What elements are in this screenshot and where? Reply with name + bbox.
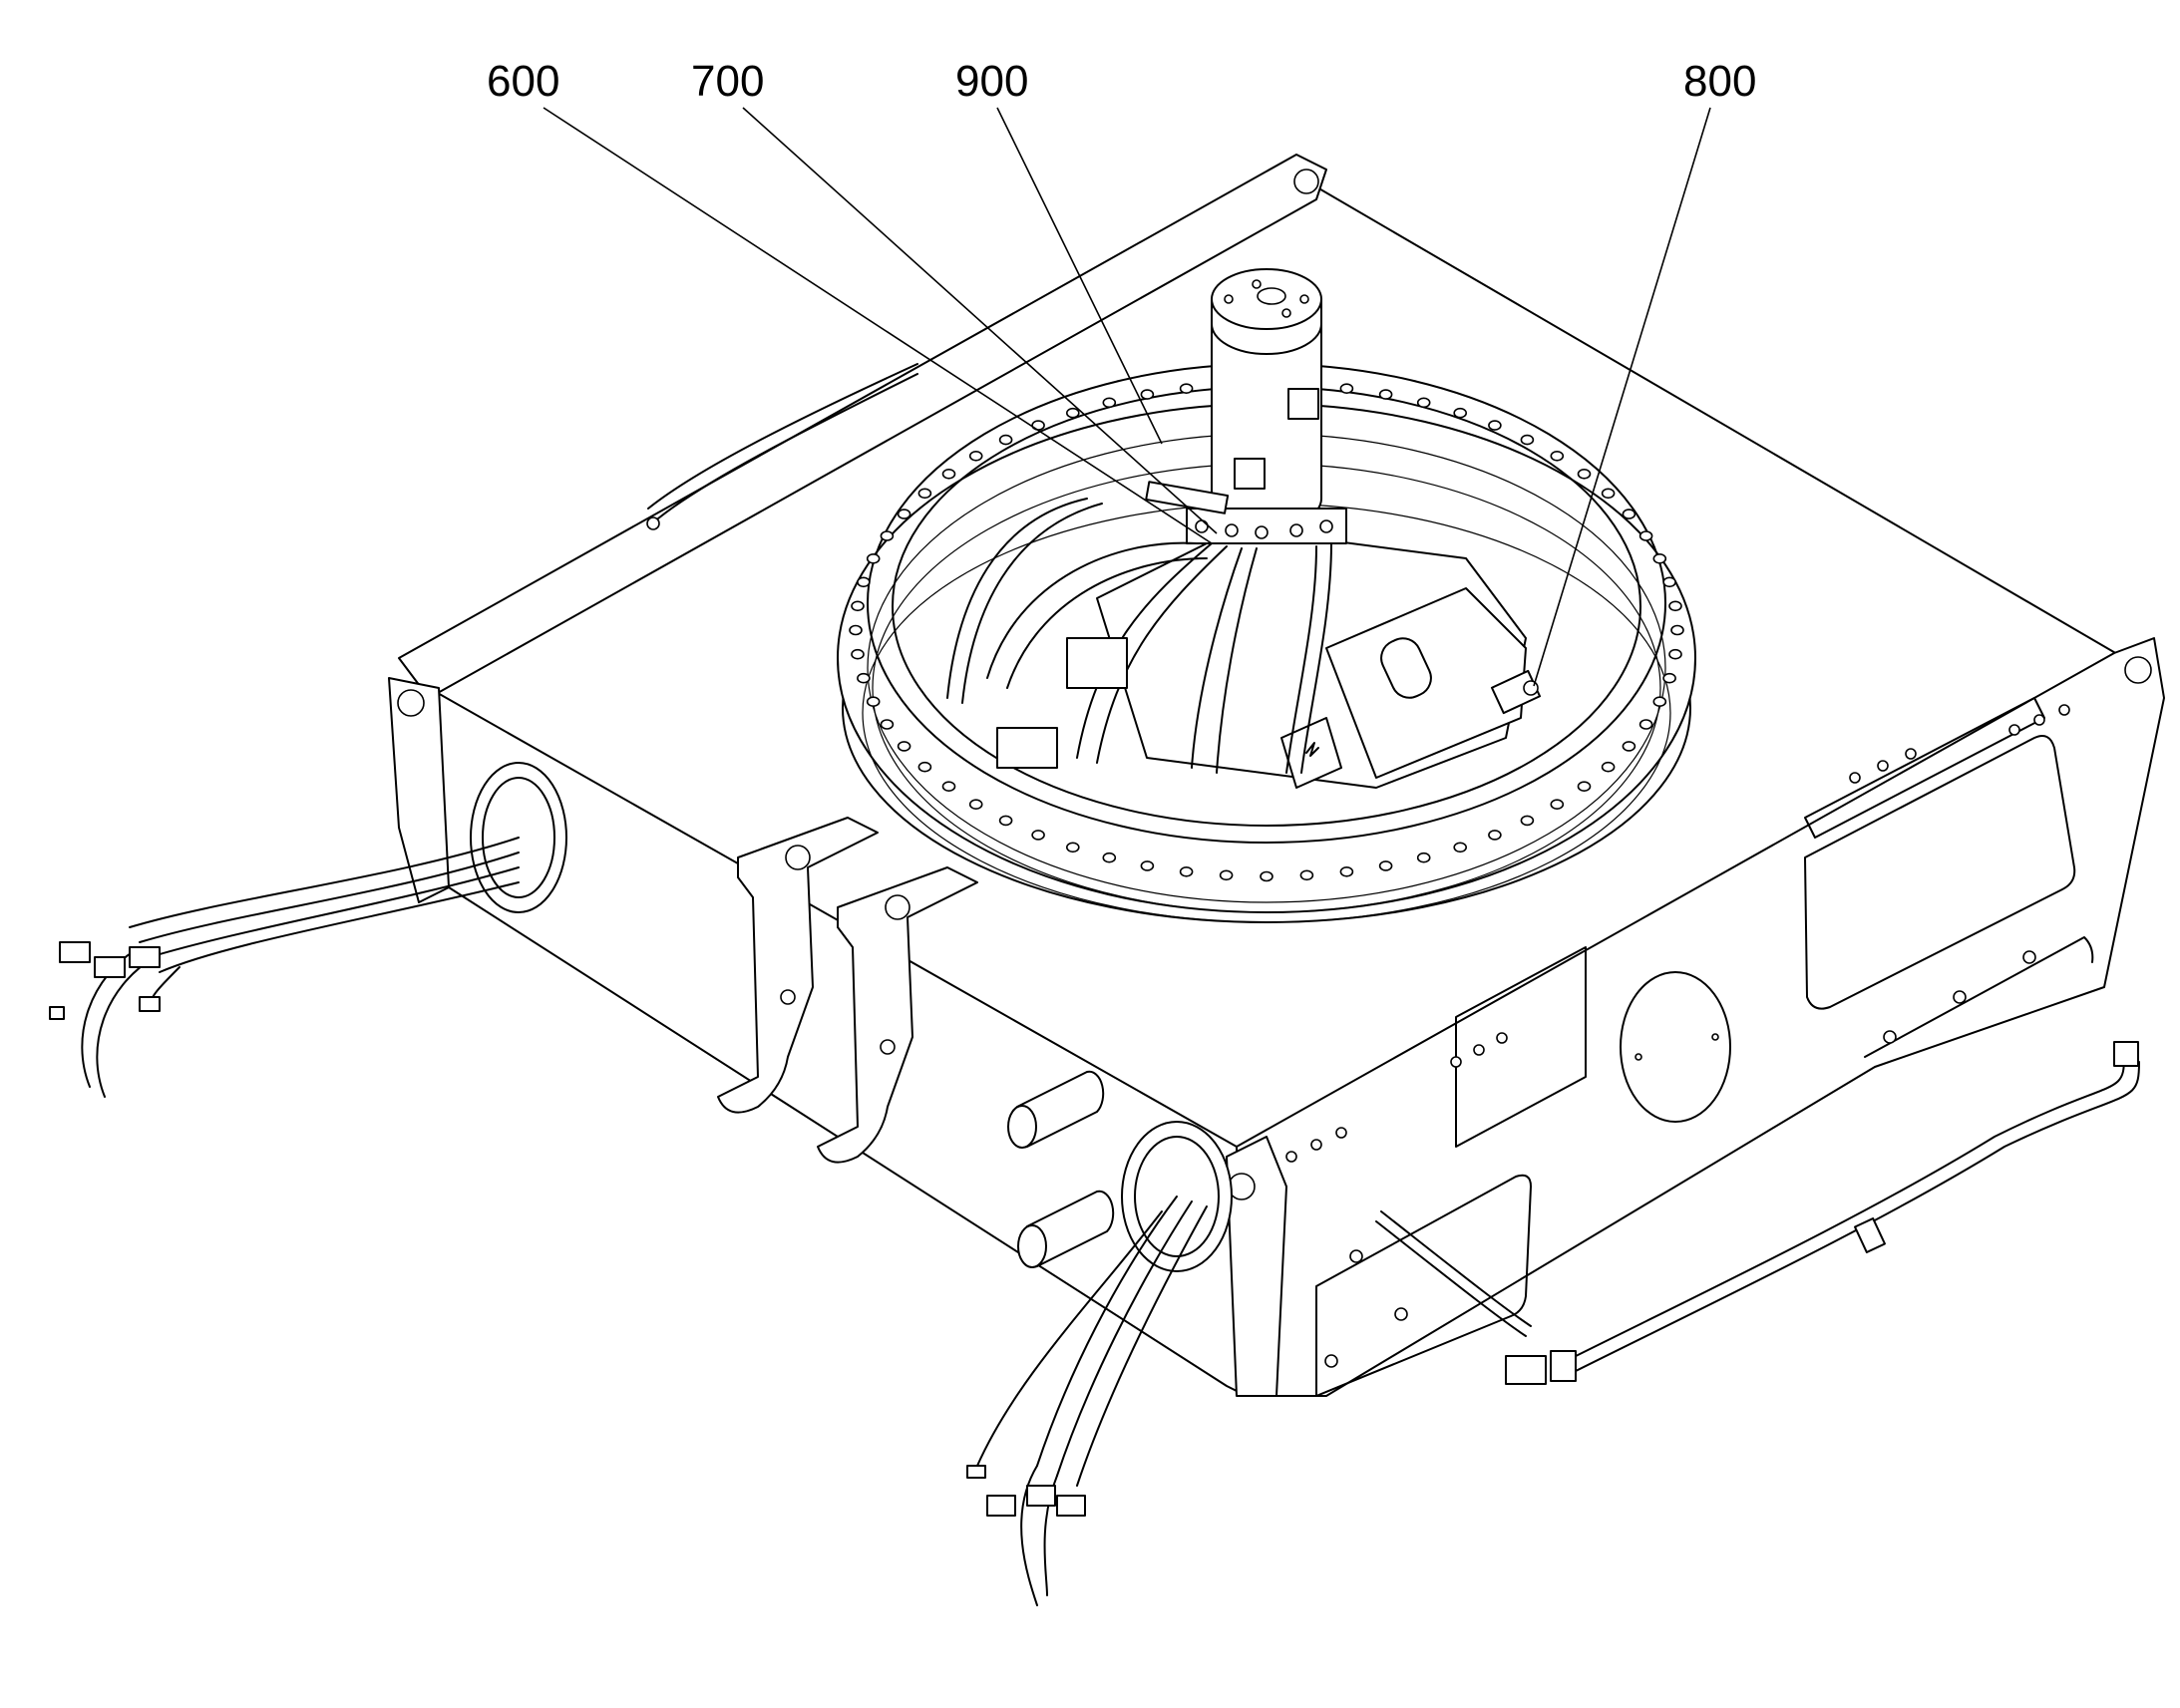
bolt-hole <box>1577 781 1592 793</box>
bolt-hole <box>917 488 932 500</box>
bolt-hole <box>1638 719 1653 730</box>
bolt-hole <box>941 468 956 480</box>
bolt-hole <box>849 624 863 636</box>
bolt-hole <box>1520 434 1535 446</box>
bolt-hole <box>1339 865 1354 877</box>
bolt-hole <box>1488 420 1502 431</box>
bolt-hole <box>1622 509 1636 519</box>
bolt-hole <box>1140 860 1155 871</box>
bolt-hole <box>1662 576 1676 588</box>
rotary-union-700 <box>1186 268 1347 544</box>
bolt-hole <box>1453 407 1467 419</box>
bolt-hole <box>1416 397 1431 409</box>
ring-bolt-holes <box>849 378 1684 882</box>
bolt-hole <box>998 434 1013 446</box>
leader-700 <box>742 107 1218 534</box>
bolt-hole <box>1488 830 1502 841</box>
bolt-hole <box>968 450 983 462</box>
bolt-hole <box>851 600 865 612</box>
bolt-hole <box>1140 389 1155 400</box>
bolt-hole <box>1652 696 1667 708</box>
bolt-hole <box>1520 815 1535 827</box>
bolt-hole <box>917 761 932 773</box>
bolt-hole <box>1652 552 1667 564</box>
leader-lines <box>543 107 1711 687</box>
bolt-hole <box>1601 488 1616 500</box>
reference-labels: 600 700 900 800 <box>487 57 1756 106</box>
bolt-hole <box>857 672 871 684</box>
bolt-hole <box>897 741 911 752</box>
leader-900 <box>996 107 1163 445</box>
bolt-hole <box>998 815 1013 827</box>
label-600: 600 <box>487 57 559 106</box>
bolt-hole <box>1339 383 1354 395</box>
bolt-hole <box>1453 842 1467 854</box>
bolt-hole <box>1378 860 1393 871</box>
bolt-hole <box>1102 852 1117 863</box>
bolt-hole <box>866 552 881 564</box>
bolt-hole <box>1668 648 1682 660</box>
bolt-hole <box>1550 450 1565 462</box>
bolt-hole <box>1066 842 1080 854</box>
bolt-hole <box>1577 468 1592 480</box>
internal-hoses <box>946 481 1542 774</box>
bolt-hole <box>1550 799 1565 811</box>
bolt-hole <box>968 799 983 811</box>
support-pins <box>1007 1070 1115 1268</box>
bolt-hole <box>941 781 956 793</box>
bolt-hole <box>880 530 895 541</box>
bolt-hole <box>1031 830 1045 841</box>
bolt-hole <box>1066 407 1080 419</box>
label-800: 800 <box>1683 57 1756 106</box>
bolt-hole <box>1662 672 1676 684</box>
bolt-hole <box>1260 870 1273 882</box>
bolt-hole <box>1638 530 1653 541</box>
bolt-hole <box>1179 865 1194 877</box>
leader-800 <box>1533 107 1711 687</box>
bolt-hole <box>851 648 865 660</box>
bolt-hole <box>866 696 881 708</box>
bolt-hole <box>1416 852 1431 863</box>
bolt-hole <box>1670 624 1684 636</box>
bolt-hole <box>1668 600 1682 612</box>
gearbox-housing <box>1096 527 1527 789</box>
bolt-hole <box>1378 389 1393 400</box>
label-900: 900 <box>955 57 1028 106</box>
bolt-hole <box>1299 869 1314 881</box>
external-hoses <box>49 363 2140 1606</box>
lifting-brackets <box>717 817 978 1164</box>
bolt-hole <box>1219 869 1234 881</box>
bolt-hole <box>897 509 911 519</box>
bolt-hole <box>1102 397 1117 409</box>
bolt-hole <box>1622 741 1636 752</box>
bolt-hole <box>1179 383 1194 395</box>
label-700: 700 <box>691 57 764 106</box>
leader-600 <box>543 107 1213 544</box>
bolt-hole <box>857 576 871 588</box>
bolt-hole <box>1601 761 1616 773</box>
bolt-hole <box>880 719 895 730</box>
